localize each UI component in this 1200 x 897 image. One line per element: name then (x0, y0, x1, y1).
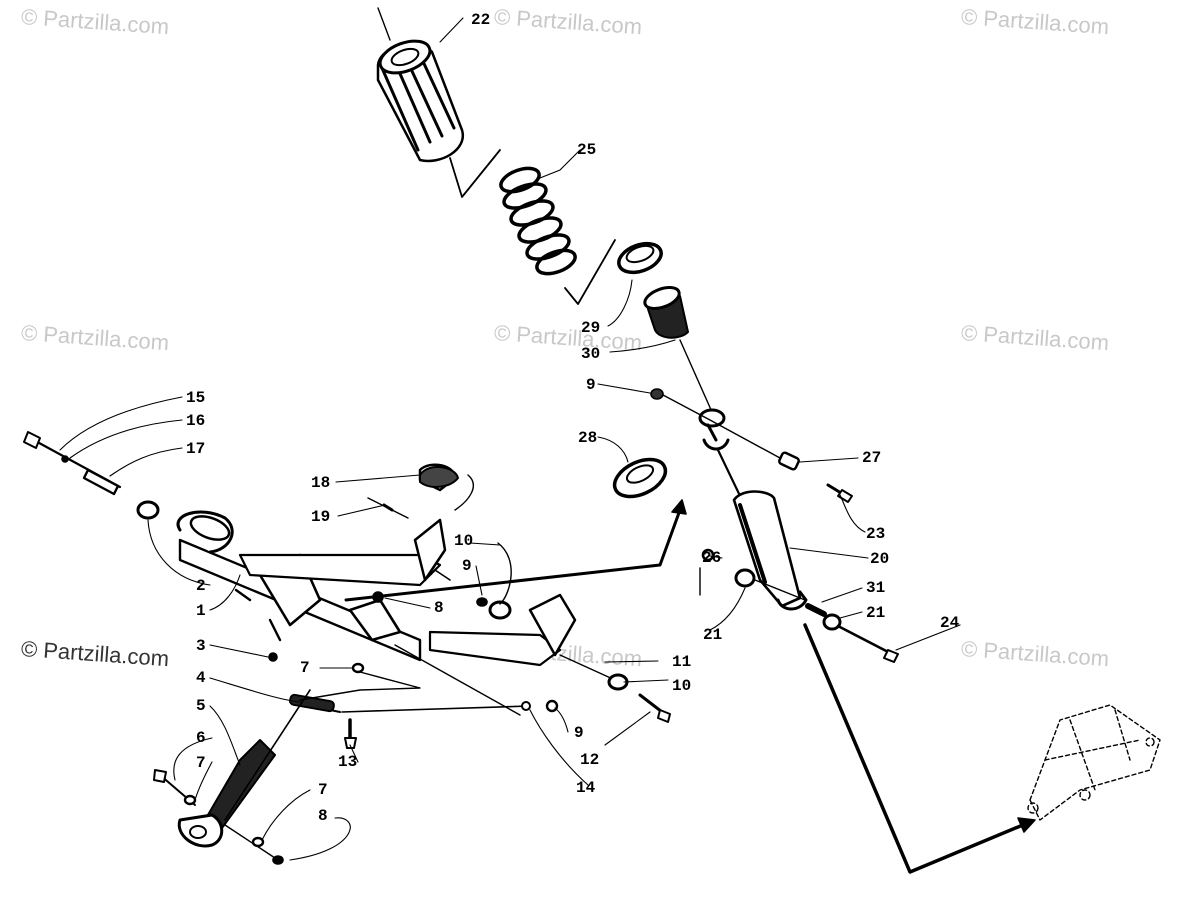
callout-4: 4 (196, 669, 206, 687)
washer (612, 457, 668, 499)
callout-21-right: 21 (866, 604, 886, 622)
callout-15: 15 (186, 389, 206, 407)
callout-2: 2 (196, 577, 206, 595)
callout-10-top: 10 (454, 532, 474, 550)
callout-3: 3 (196, 637, 206, 655)
callout-31: 31 (866, 579, 886, 597)
callout-20: 20 (870, 550, 890, 568)
callout-7-left: 7 (196, 754, 206, 772)
callout-30: 30 (581, 345, 601, 363)
steering-arm (177, 739, 276, 848)
front-axle (176, 510, 451, 662)
callout-5: 5 (196, 697, 206, 715)
callout-8-top: 8 (434, 599, 444, 617)
callout-7-low: 7 (318, 781, 328, 799)
callout-21-left: 21 (703, 626, 723, 644)
callout-13: 13 (338, 753, 358, 771)
callout-8-low: 8 (318, 807, 328, 825)
callout-22: 22 (471, 11, 491, 29)
spring-adjuster (643, 286, 689, 339)
spring-collar (617, 241, 663, 275)
callout-14: 14 (576, 779, 596, 797)
callout-25: 25 (577, 141, 597, 159)
callout-19: 19 (311, 508, 331, 526)
callout-26: 26 (702, 549, 722, 567)
callout-7-mid: 7 (300, 659, 310, 677)
callout-9-low: 9 (574, 724, 584, 742)
callout-10-low: 10 (672, 677, 692, 695)
callout-29: 29 (581, 319, 601, 337)
frame-outline (1027, 704, 1161, 821)
callout-24: 24 (940, 614, 960, 632)
lower-a-arm (428, 593, 577, 667)
callout-27: 27 (862, 449, 882, 467)
callout-28: 28 (578, 429, 598, 447)
callout-12: 12 (580, 751, 600, 769)
callout-16: 16 (186, 412, 206, 430)
callout-6: 6 (196, 729, 206, 747)
callout-23: 23 (866, 525, 886, 543)
spring (499, 166, 577, 276)
shock-absorber (698, 408, 808, 611)
callout-1: 1 (196, 602, 206, 620)
callout-9-center: 9 (462, 557, 472, 575)
shock-boot (376, 7, 465, 163)
callout-17: 17 (186, 440, 206, 458)
callout-11: 11 (672, 653, 692, 671)
callout-9-top: 9 (586, 376, 596, 394)
callout-18: 18 (311, 474, 331, 492)
